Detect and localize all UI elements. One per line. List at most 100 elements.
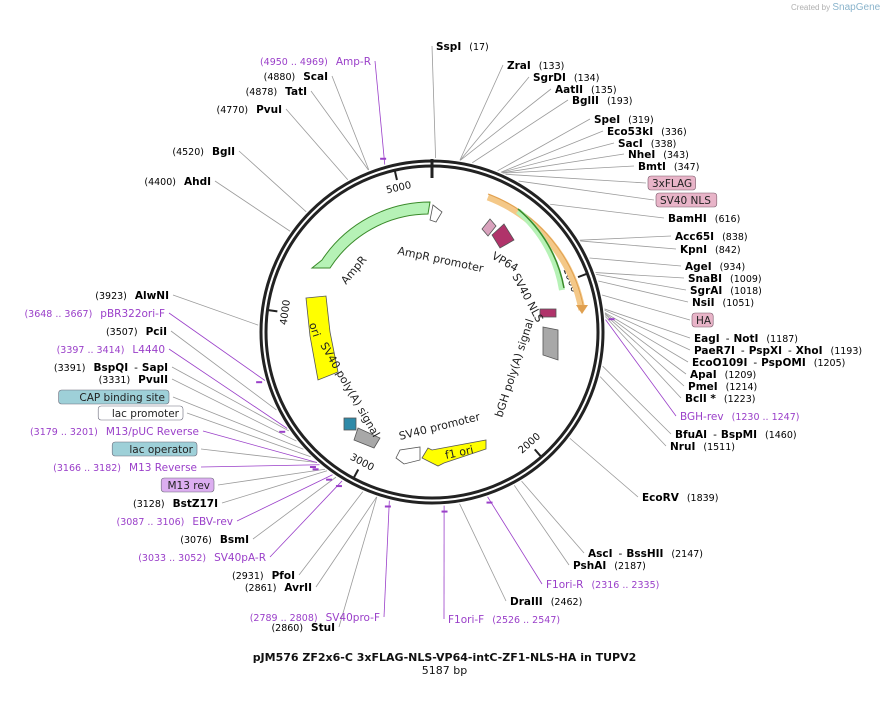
vp64-block <box>481 218 497 237</box>
inner-label-sv40-promoter: SV40 promoter <box>398 410 482 443</box>
left-leader-22 <box>285 108 349 180</box>
tick-1000 <box>577 273 587 279</box>
left-primer-label-18: (3648 .. 3667)pBR322ori-F <box>24 308 165 320</box>
left-feature-box-13 <box>58 389 170 405</box>
feature-label-10: 3xFLAG <box>652 178 692 190</box>
leader-24 <box>604 314 685 387</box>
left-leader-10 <box>200 448 317 463</box>
left-leader-17 <box>170 330 277 411</box>
leader-20 <box>604 308 691 339</box>
primer-label-32: F1ori-R(2316 .. 2335) <box>546 579 659 591</box>
leader-0 <box>431 45 436 159</box>
inner-label-bgh-polya: bGH poly(A) signal <box>492 317 536 419</box>
leader-5 <box>497 118 591 172</box>
left-leader-3 <box>383 500 390 618</box>
orange-feature-arc <box>486 193 586 311</box>
tick-2000 <box>533 448 542 457</box>
left-leader-5 <box>252 476 337 540</box>
leader-25 <box>605 316 682 399</box>
tick-5000 <box>393 170 398 181</box>
site-label-20: EagI-NotI(1187) <box>694 333 798 345</box>
left-leader-1 <box>315 496 377 588</box>
ampr-promoter-arrow <box>429 204 443 223</box>
green-right-edge <box>517 208 565 289</box>
leader-14 <box>580 240 677 250</box>
leader-18 <box>598 280 689 303</box>
leader-33 <box>459 503 507 602</box>
site-label-5: SpeI(319) <box>594 114 654 126</box>
leader-23 <box>604 313 687 375</box>
site-label-15: AgeI(934) <box>685 261 745 273</box>
leader-29 <box>569 437 639 498</box>
left-leader-21 <box>238 150 307 213</box>
site-label-14: KpnI(842) <box>680 244 741 256</box>
left-leader-9 <box>200 464 320 468</box>
leader-27 <box>602 365 672 435</box>
site-label-13: Acc65I(838) <box>675 231 748 243</box>
feature-label-19: HA <box>696 315 712 327</box>
left-site-label-14: (3331)PvuII <box>99 374 168 386</box>
leader-30 <box>521 480 585 554</box>
site-label-2: SgrDI(134) <box>533 72 599 84</box>
site-label-18: NsiI(1051) <box>692 297 754 309</box>
primer-label-34: F1ori-F(2526 .. 2547) <box>448 614 560 626</box>
left-leader-11 <box>202 430 318 463</box>
site-label-33: DraIII(2462) <box>510 596 582 608</box>
tick-marks <box>268 159 587 478</box>
site-label-23: ApaI(1209) <box>690 369 756 381</box>
left-site-label-22: (4770)PvuI <box>216 104 282 116</box>
left-site-label-19: (3923)AlwNI <box>95 290 169 302</box>
left-leader-23 <box>310 90 369 171</box>
leader-28 <box>599 376 667 447</box>
tick-label-4000: 4000 <box>279 299 293 326</box>
leader-21 <box>604 309 691 351</box>
left-primer-label-16: (3397 .. 3414)L4440 <box>57 344 165 356</box>
site-label-0: SspI(17) <box>436 41 489 53</box>
site-label-6: Eco53kI(336) <box>607 126 687 138</box>
left-site-label-24: (4880)ScaI <box>264 71 328 83</box>
left-primer-label-9: (3166 .. 3182)M13 Reverse <box>53 462 197 474</box>
inner-label-ori: ori <box>306 321 323 339</box>
leader-11 <box>518 180 655 201</box>
left-site-label-17: (3507)PciI <box>106 326 167 338</box>
plasmid-title: pJM576 ZF2x6-C 3xFLAG-NLS-VP64-intC-ZF1-… <box>252 651 637 664</box>
site-label-25: BclI *(1223) <box>685 393 755 405</box>
leader-3 <box>460 88 552 161</box>
left-feature-label-13: CAP binding site <box>79 392 165 404</box>
left-site-label-1: (2861)AvrII <box>245 582 312 594</box>
sv40-polya-block <box>353 427 381 449</box>
left-feature-box-10 <box>111 441 198 457</box>
leader-15 <box>589 257 682 267</box>
left-leader-6 <box>236 474 333 522</box>
feature-label-11: SV40 NLS <box>660 195 711 207</box>
left-leader-8 <box>217 468 326 486</box>
leader-16 <box>595 272 685 279</box>
inner-label-f1-ori: f1 ori <box>444 443 475 462</box>
site-label-24: PmeI(1214) <box>688 381 757 393</box>
orange-feature-edge <box>487 193 585 311</box>
sv40-nls-block <box>539 308 557 318</box>
site-label-22: EcoO109I-PspOMI(1205) <box>692 357 845 369</box>
left-leader-16 <box>168 348 288 429</box>
vp64-arrow <box>491 223 515 249</box>
left-leader-4 <box>269 480 343 558</box>
plasmid-size: 5187 bp <box>421 664 468 677</box>
site-label-1: ZraI(133) <box>507 60 564 72</box>
leader-17 <box>596 273 687 291</box>
leader-9 <box>502 165 635 174</box>
left-leader-24 <box>331 75 370 171</box>
left-site-label-0: (2860)StuI <box>271 622 335 634</box>
leader-32 <box>487 496 543 585</box>
left-leader-13 <box>172 396 304 450</box>
tick-label-3000: 3000 <box>348 452 376 474</box>
leader-26 <box>605 319 677 417</box>
left-leader-18 <box>168 312 266 381</box>
leader-13 <box>579 235 672 241</box>
site-label-17: SgrAI(1018) <box>690 285 762 297</box>
f1-ori-arrow <box>421 439 487 467</box>
leader-31 <box>513 485 570 566</box>
leader-12 <box>550 203 665 219</box>
site-label-7: SacI(338) <box>618 138 676 150</box>
tick-3000 <box>353 468 360 478</box>
site-label-3: AatII(135) <box>555 84 617 96</box>
